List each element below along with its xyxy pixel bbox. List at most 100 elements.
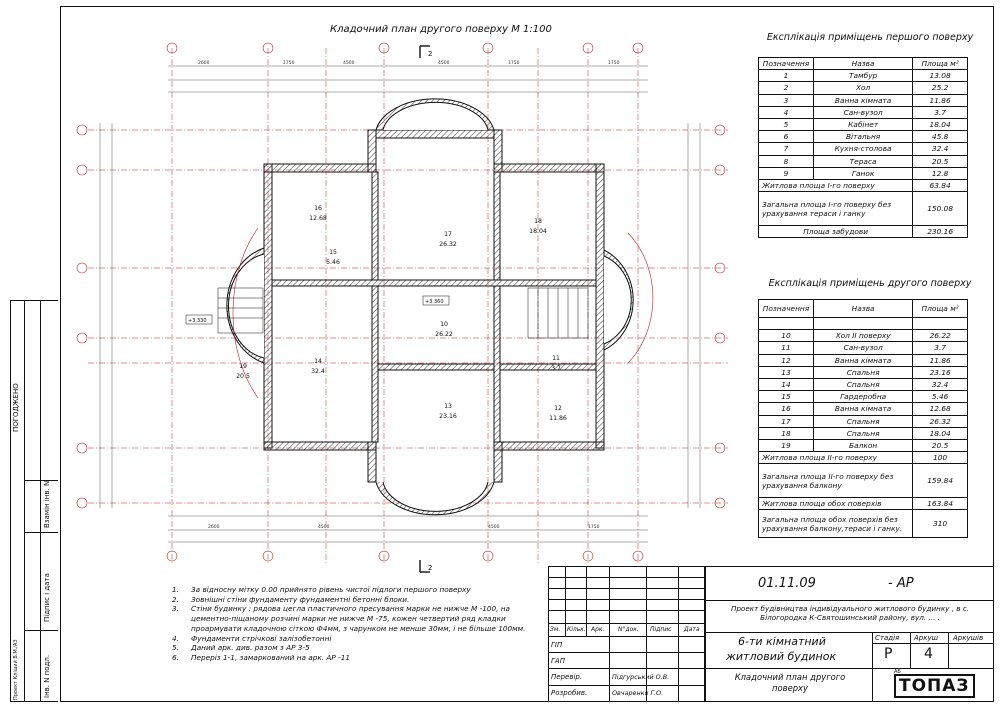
- t1-r8-name: Тераса: [812, 154, 914, 168]
- svg-text:26.32: 26.32: [439, 241, 457, 248]
- svg-text:4500: 4500: [343, 60, 355, 66]
- t2-sum3-label: Житлова площа обох поверхів: [757, 497, 914, 511]
- col-header-sign: Підпис: [650, 626, 672, 633]
- t2-r5-name: Спальня: [812, 377, 914, 392]
- checked-label: Перевір.: [551, 673, 583, 681]
- svg-text:32.4: 32.4: [311, 368, 325, 375]
- inv-orig-label: Інв. N подл.: [43, 654, 51, 698]
- t2-r4-name: Спальня: [812, 365, 914, 379]
- svg-text:5.46: 5.46: [326, 259, 340, 266]
- t1-r1-code: 1: [758, 69, 814, 83]
- t2-sum3-value: 163.84: [912, 497, 968, 511]
- t2-r9-code: 18: [758, 426, 814, 440]
- t2-r2-code: 11: [758, 341, 814, 355]
- level-marks: +3.360 +3.330: [185, 295, 450, 325]
- t2-r10-area: 20.5: [912, 438, 968, 453]
- svg-text:19: 19: [239, 363, 247, 370]
- svg-text:2: 2: [428, 564, 432, 572]
- t1-sum1-value: 63.84: [912, 178, 968, 193]
- svg-text:11.86: 11.86: [549, 415, 567, 422]
- note-item: 1.За відносну мітку 0.00 прийнято рівень…: [172, 585, 471, 594]
- t2-r5-area: 32.4: [912, 377, 968, 392]
- sheet-frame: [60, 6, 994, 702]
- company-logo: ТОПАЗ: [894, 674, 975, 698]
- sheet-value: 4: [924, 646, 933, 662]
- svg-text:11: 11: [552, 355, 560, 362]
- company-logo-small: АБ: [894, 669, 901, 675]
- floor-plan-drawing: 2600 1750 4500 4500 1750 1750 2600 4500 4500 1…: [76, 42, 728, 573]
- footer-left-note: Проект Кліший В.М./АЗ: [13, 639, 19, 700]
- t1-r2-code: 2: [758, 81, 814, 95]
- t1-header-code: Позначення: [758, 56, 814, 71]
- t2-r7-code: 16: [758, 402, 814, 416]
- stage-value: Р: [884, 646, 893, 662]
- sheets-label: Аркушів: [953, 634, 984, 642]
- svg-text:1750: 1750: [508, 60, 520, 66]
- t2-r7-name: Ванна кімната: [812, 402, 914, 416]
- note-item: 4.Фундаменти стрічкові залізобетонні: [172, 633, 332, 643]
- t1-r6-name: Вітальня: [812, 130, 914, 144]
- note-item: 6.Переріз 1-1, замаркований на арк. АР -…: [172, 652, 351, 662]
- t2-r2-name: Сан-вузол: [812, 341, 914, 355]
- t2-r8-name: Спальня: [812, 414, 914, 428]
- t2-r5-code: 14: [758, 377, 814, 392]
- t2-r1-code: 10: [758, 329, 814, 343]
- col-header-date: Дата: [684, 626, 700, 633]
- t1-r3-name: Ванна кімната: [812, 93, 914, 107]
- t2-r3-area: 11.86: [912, 353, 968, 367]
- t2-r6-name: Гардеробна: [812, 390, 914, 404]
- t2-r6-code: 15: [758, 390, 814, 404]
- t1-r1-area: 13.08: [912, 69, 968, 83]
- doc-code: 01.11.09: [758, 576, 816, 591]
- col-header-qty: Кільк.: [567, 626, 586, 633]
- dimension-texts: 2600 1750 4500 4500 1750 1750 2600 4500 4500 1…: [198, 60, 620, 530]
- title-block: 01.11.09 - АР Проект будівництва індивід…: [548, 566, 994, 702]
- t2-r4-area: 23.16: [912, 365, 968, 379]
- axis-bubbles: [76, 42, 726, 562]
- col-header-sheet: Арк.: [591, 626, 605, 633]
- walls: [263, 129, 605, 483]
- svg-text:12: 12: [554, 405, 562, 412]
- t1-r4-area: 3.7: [912, 105, 968, 119]
- t2-sum4-label: Загальна площа обох поверхів без урахува…: [757, 509, 914, 539]
- svg-text:12.68: 12.68: [309, 215, 327, 222]
- t2-r2-area: 3.7: [912, 341, 968, 355]
- svg-text:1750: 1750: [588, 524, 600, 530]
- agreed-label: ПОГОДЖЕНО: [12, 383, 20, 432]
- t1-r2-area: 25.2: [912, 81, 968, 95]
- svg-text:4500: 4500: [318, 524, 330, 530]
- t1-r5-code: 5: [758, 117, 814, 132]
- svg-text:2600: 2600: [198, 60, 210, 66]
- t1-r1-name: Тамбур: [812, 69, 914, 83]
- t2-r9-area: 18.04: [912, 426, 968, 440]
- t1-sum3-value: 230.16: [912, 225, 968, 239]
- svg-text:4500: 4500: [488, 524, 500, 530]
- t2-header-name: Назва: [812, 299, 914, 318]
- sheet-title: Кладочний план другого поверху: [734, 672, 846, 693]
- t2-r4-code: 13: [758, 365, 814, 379]
- t2-sum4-value: 310: [912, 509, 968, 539]
- t1-r5-area: 18.04: [912, 117, 968, 132]
- t1-sum2-value: 150.08: [912, 191, 968, 227]
- stairs: [217, 287, 589, 339]
- t1-r2-name: Хол: [812, 81, 914, 95]
- t1-r5-name: Кабінет: [812, 117, 914, 132]
- svg-text:2: 2: [428, 50, 432, 58]
- svg-text:10: 10: [440, 321, 448, 328]
- svg-text:4500: 4500: [438, 60, 450, 66]
- svg-text:2600: 2600: [208, 524, 220, 530]
- dimension-lines: [99, 65, 701, 543]
- svg-text:23.16: 23.16: [439, 413, 457, 420]
- developed-label: Розробив.: [551, 689, 588, 697]
- t1-sum3-label: Площа забудови: [757, 225, 914, 239]
- replaced-inv-label: Взамін інв. N: [43, 480, 51, 528]
- svg-text:1750: 1750: [608, 60, 620, 66]
- doc-code-suffix: - АР: [888, 576, 914, 591]
- t2-r3-name: Ванна кімната: [812, 353, 914, 367]
- t1-header-name: Назва: [812, 56, 914, 71]
- binding-strip: ПОГОДЖЕНО Взамін інв. N Підпис і дата Ін…: [10, 300, 58, 702]
- gap-label: ГАП: [551, 657, 565, 665]
